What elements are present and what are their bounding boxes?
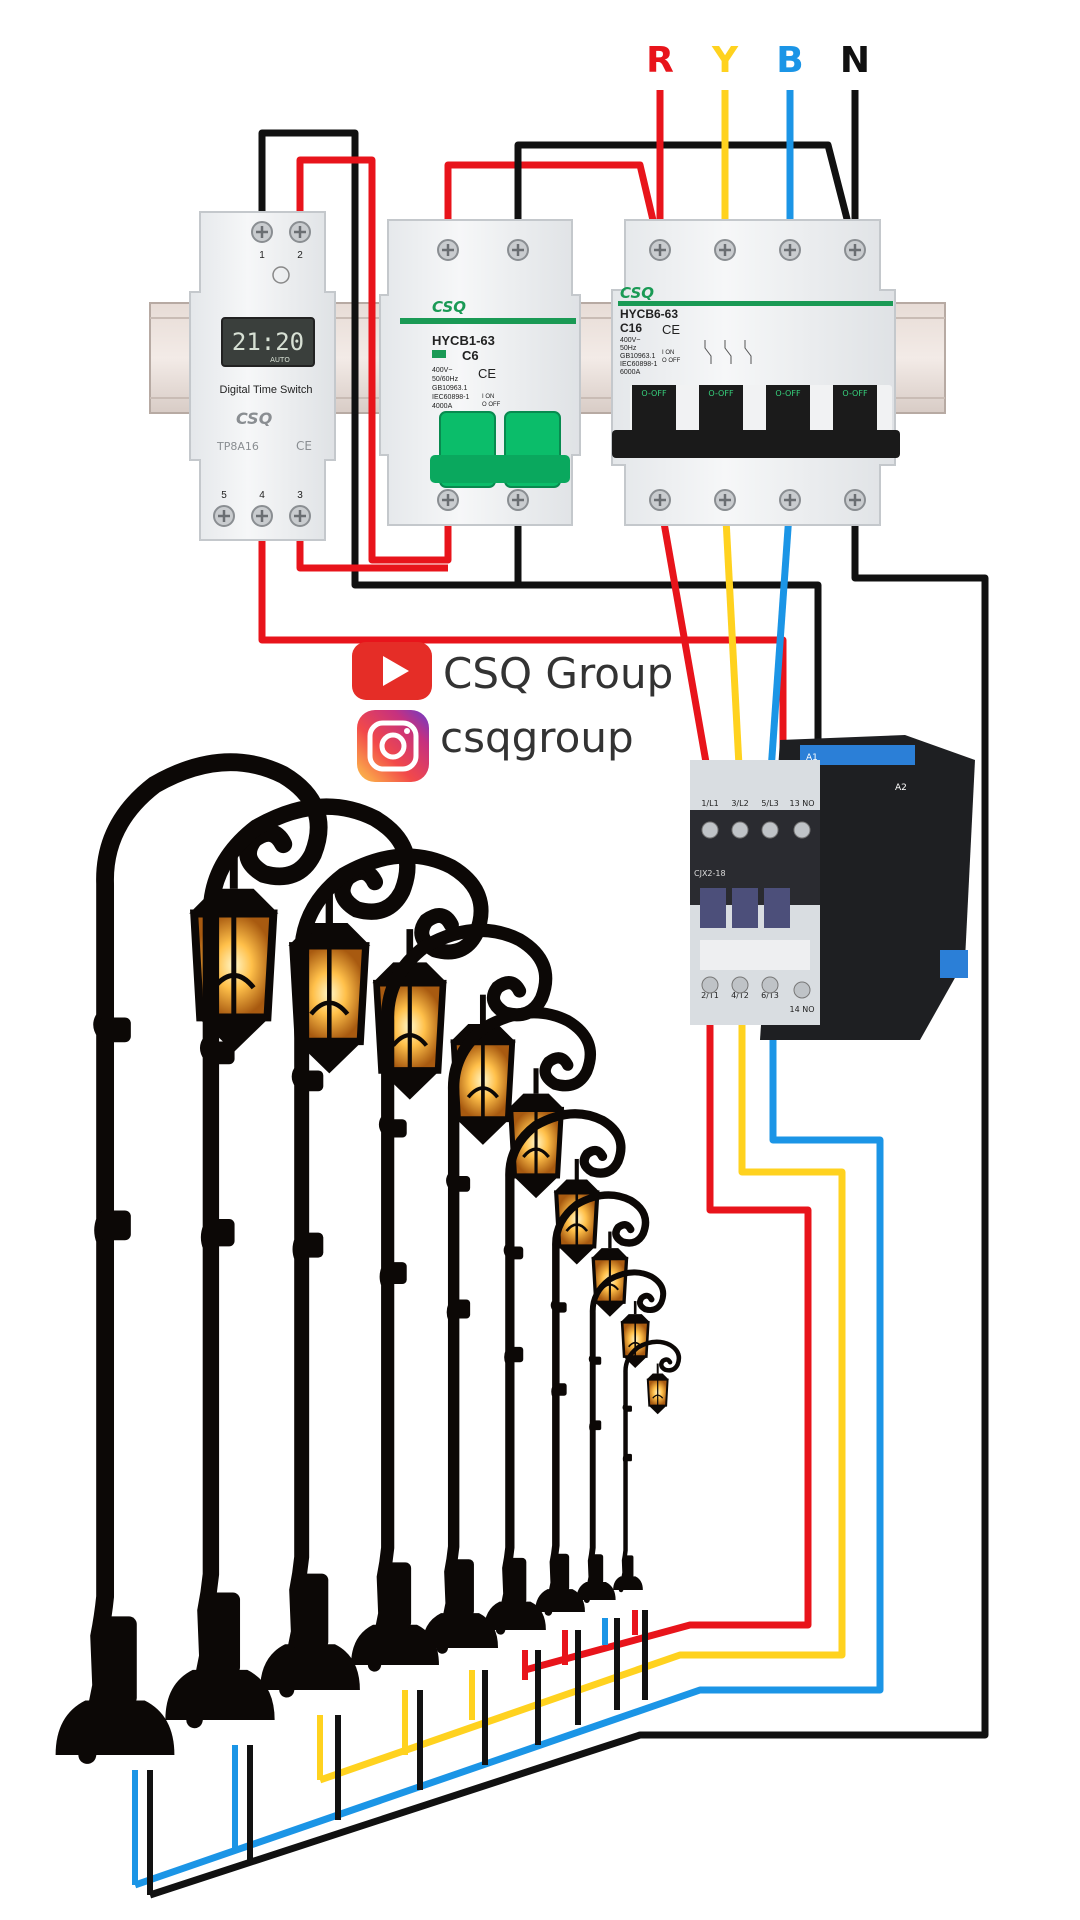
- phase-label-b: B: [776, 40, 803, 81]
- timer-lcd: [221, 317, 315, 367]
- instagram-link[interactable]: csqgroup: [357, 710, 634, 782]
- svg-text:50Hz: 50Hz: [620, 345, 637, 352]
- mcb4p-toggle-2[interactable]: [699, 385, 743, 430]
- svg-text:O OFF: O OFF: [482, 402, 501, 408]
- svg-text:400V~: 400V~: [620, 337, 640, 344]
- mcb4p-brand: CSQ: [620, 284, 654, 302]
- svg-text:CE: CE: [662, 322, 680, 337]
- mcb4p-toggle-4[interactable]: [833, 385, 877, 430]
- timer-terminal-2: 2: [297, 250, 303, 261]
- wire-timer-neutral: [258, 129, 822, 760]
- svg-text:O-OFF: O-OFF: [842, 389, 868, 398]
- digital-time-switch: 1 2 21:20 AUTO Digital Time Switch CSQ T…: [189, 211, 336, 541]
- svg-text:13 NO: 13 NO: [789, 799, 814, 808]
- wire-r-to-contactor: [656, 499, 714, 786]
- svg-text:14 NO: 14 NO: [789, 1005, 814, 1014]
- timer-model: TP8A16: [216, 440, 259, 453]
- timer-ce-mark: CE: [296, 439, 312, 453]
- phase-label-r: R: [646, 40, 674, 81]
- mcb4p-toggle-3[interactable]: [766, 385, 810, 430]
- svg-text:O-OFF: O-OFF: [775, 389, 801, 398]
- wire-timer-out-coil: [258, 515, 787, 760]
- svg-text:4000A: 4000A: [432, 403, 453, 410]
- wire-mcb2p-feed: [444, 161, 664, 251]
- wire-b-out: [133, 990, 884, 1889]
- timer-lcd-sub: AUTO: [270, 356, 290, 364]
- svg-text:O OFF: O OFF: [662, 358, 681, 364]
- phase-label-n: N: [840, 40, 870, 81]
- mcb-4-pole: CSQ HYCB6-63 C16 400V~ 50Hz GB10963.1 IE…: [611, 219, 900, 526]
- wire-r-out: [524, 990, 812, 1674]
- wires: [132, 90, 989, 1899]
- timer-caption: Digital Time Switch: [220, 384, 313, 396]
- wire-timer-live: [296, 156, 452, 564]
- street-lamp-icon: [56, 762, 319, 1755]
- mcb4p-model: HYCB6-63: [620, 307, 678, 321]
- youtube-channel-name: CSQ Group: [443, 649, 673, 698]
- mcb2p-model: HYCB1-63: [432, 333, 495, 348]
- svg-text:4/T2: 4/T2: [731, 991, 749, 1000]
- svg-text:3/L2: 3/L2: [731, 799, 748, 808]
- svg-text:GB10963.1: GB10963.1: [432, 385, 468, 392]
- svg-text:I ON: I ON: [662, 350, 674, 356]
- timer-brand: CSQ: [236, 409, 273, 428]
- svg-text:CE: CE: [478, 366, 496, 381]
- mcb4p-rating: C16: [620, 321, 642, 335]
- svg-text:GB10963.1: GB10963.1: [620, 353, 656, 360]
- svg-text:O-OFF: O-OFF: [641, 389, 667, 398]
- timer-lcd-time: 21:20: [232, 328, 304, 356]
- contactor-coil-a1: A1: [806, 753, 818, 763]
- mcb-2-pole: CSQ HYCB1-63 C6 400V~ 50/60Hz GB10963.1 …: [379, 219, 581, 526]
- street-lamp-icon: [576, 1272, 663, 1600]
- phase-label-y: Y: [711, 40, 739, 81]
- youtube-link[interactable]: CSQ Group: [352, 642, 673, 700]
- mcb2p-brand: CSQ: [432, 298, 466, 316]
- wire-b-to-contactor: [766, 499, 794, 786]
- contactor-model: CJX2-18: [694, 869, 726, 878]
- timer-terminal-3: 3: [297, 490, 303, 501]
- instagram-handle: csqgroup: [440, 713, 634, 762]
- street-lamps: [56, 762, 679, 1755]
- svg-text:400V~: 400V~: [432, 367, 452, 374]
- svg-text:5/L3: 5/L3: [761, 799, 778, 808]
- phase-labels: R Y B N: [646, 40, 870, 81]
- timer-terminal-1: 1: [259, 250, 265, 261]
- mcb2p-rating: C6: [462, 348, 479, 363]
- svg-text:1/L1: 1/L1: [701, 799, 718, 808]
- svg-text:2/T1: 2/T1: [701, 991, 719, 1000]
- street-lamp-icon: [613, 1342, 679, 1590]
- svg-text:6/T3: 6/T3: [761, 991, 779, 1000]
- svg-text:50/60Hz: 50/60Hz: [432, 376, 459, 383]
- mcb4p-toggle-1[interactable]: [632, 385, 676, 430]
- contactor-coil-a2: A2: [895, 783, 907, 793]
- street-lamp-icon: [484, 1114, 621, 1630]
- svg-text:IEC60898-1: IEC60898-1: [432, 394, 469, 401]
- timer-terminal-4: 4: [259, 490, 265, 501]
- svg-text:6000A: 6000A: [620, 369, 641, 376]
- wire-mcb2p-neutral-feed: [514, 141, 859, 251]
- contactor: A1 A2 1/L1 3/L2 5/L3 13 NO 2/T1 4/T2 6/T…: [690, 735, 975, 1040]
- wire-y-to-contactor: [721, 499, 744, 786]
- wire-neutral-out: [148, 500, 989, 1899]
- timer-terminal-5: 5: [221, 490, 227, 501]
- svg-text:IEC60898-1: IEC60898-1: [620, 361, 657, 368]
- svg-text:I ON: I ON: [482, 394, 494, 400]
- svg-text:O-OFF: O-OFF: [708, 389, 734, 398]
